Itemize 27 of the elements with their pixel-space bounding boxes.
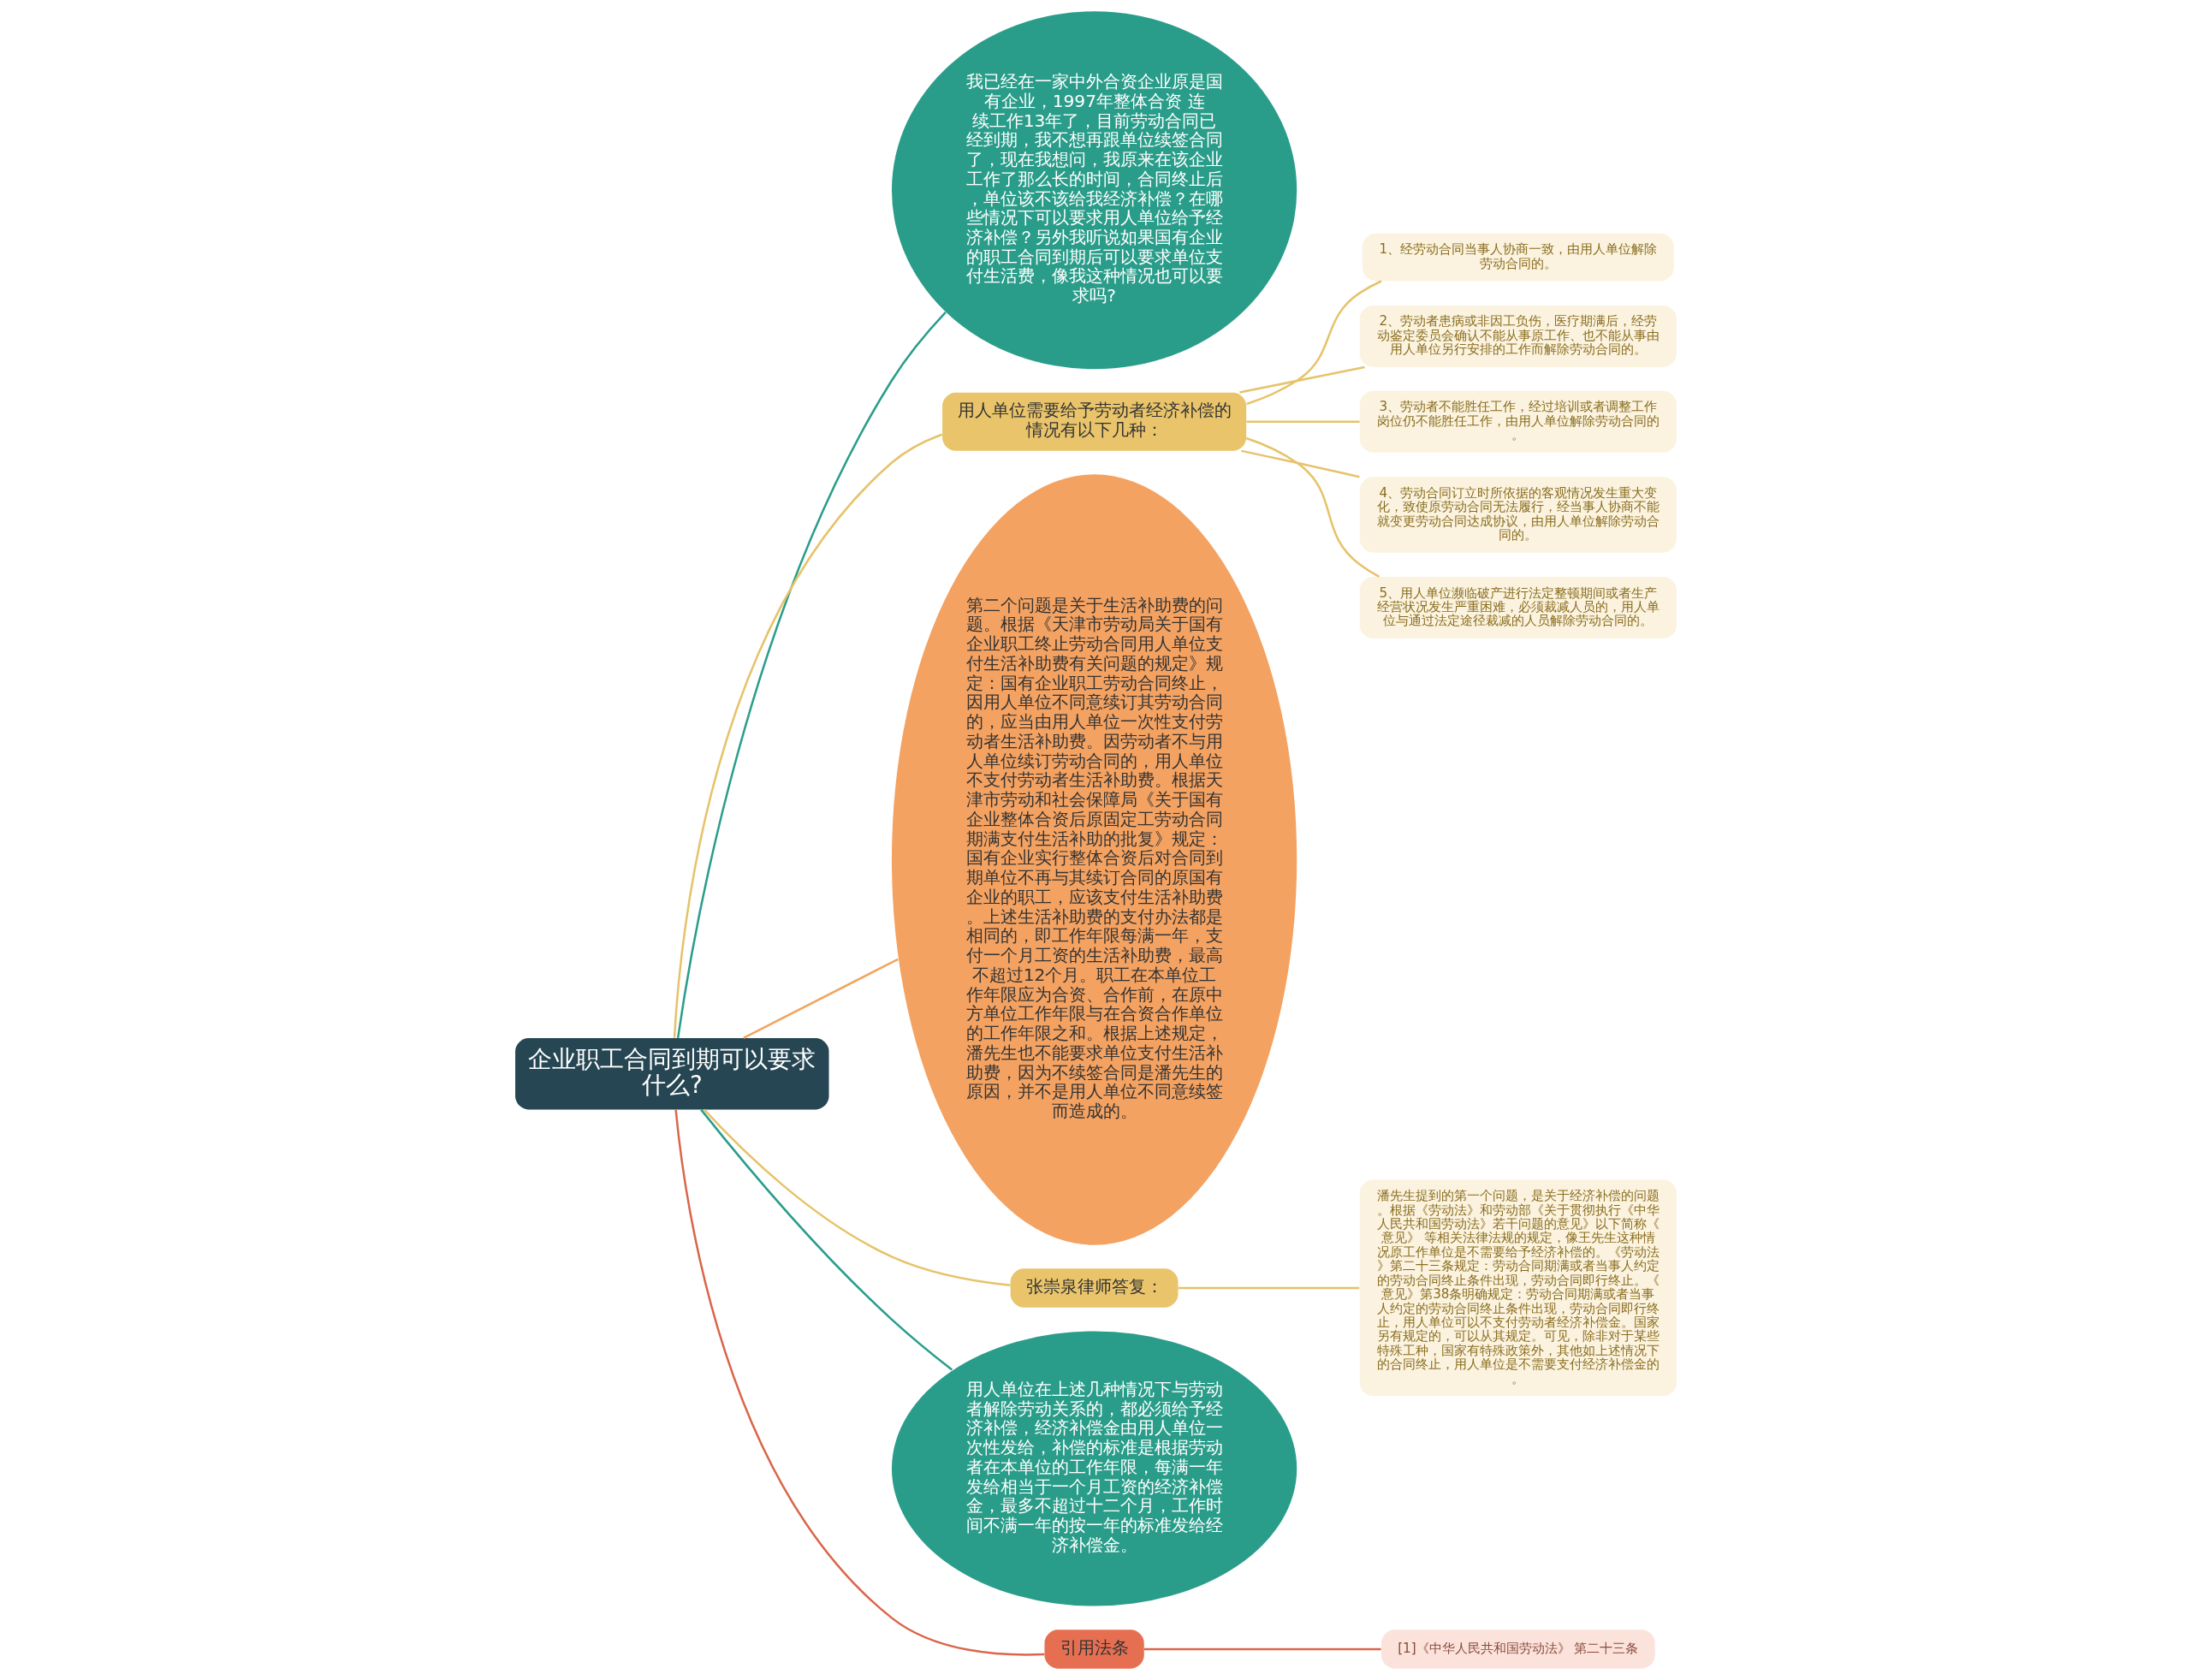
node-box: 张崇泉律师答复： [1010, 1268, 1179, 1308]
connector [1245, 436, 1380, 579]
node-box: 企业职工合同到期可以要求什么? [514, 1038, 828, 1110]
connector [674, 1109, 1044, 1656]
connector [1238, 365, 1365, 394]
node-box: 2、劳动者患病或非因工负伤，医疗期满后，经劳动鉴定委员会确认不能从事原工作、也不能从事由用人单位另行安排的工作而解除劳动合同的。 [1359, 305, 1677, 367]
connector [1240, 449, 1360, 478]
node-box: 3、劳动者不能胜任工作，经过培训或者调整工作岗位仍不能胜任工作，由用人单位解除劳动合同的。 [1359, 390, 1677, 453]
connector [1245, 420, 1360, 423]
connector [699, 1108, 953, 1371]
node-ellipse: 第二个问题是关于生活补助费的问题。根据《天津市劳动局关于国有企业职工终止劳动合同用人单位支付生活补助费有关问题的规定》规定：国有企业职工劳动合同终止，因用人单位不同意续订其劳动合同的，应当由用人单位一次性支付劳动者生活补助费。因劳动者不与用人单位续订劳动合同的，用人单位不支付劳动者生活补助费。根据天津市劳动和社会保障局《关于国有企业整体合资后原固定工劳动合同期满支付生活补助的批复》规定：国有企业实行整体合资后对合同到期单位不再与其续订合同的原国有企业的职工，应该支付生活补助费。上述生活补助费的支付办法都是相同的，即工作年限每满一年，支付一个月工资的生活补助费，最高不超过12个月。职工在本单位工作年限应为合资、合作前，在原中方单位工作年限与在合资合作单位的工作年限之和。根据上述规定，潘先生也不能要求单位支付生活补助费，因为不续签合同是潘先生的原因，并不是用人单位不同意续签而造成的。 [891, 474, 1297, 1245]
connector [1143, 1647, 1381, 1651]
connector [1245, 280, 1381, 406]
connector [1178, 1286, 1359, 1290]
connector [703, 1108, 1011, 1286]
node-box: 1、经劳动合同当事人协商一致，由用人单位解除劳动合同的。 [1362, 233, 1674, 282]
connector [673, 433, 942, 1038]
node-box: 5、用人单位濒临破产进行法定整顿期间或者生产经营状况发生严重困难，必须裁减人员的，用人单位与通过法定途径裁减的人员解除劳动合同的。 [1359, 577, 1677, 639]
node-ellipse: 我已经在一家中外合资企业原是国有企业，1997年整体合资 连续工作13年了，目前劳动合同已经到期，我不想再跟单位续签合同了，现在我想问，我原来在该企业工作了那么长的时间，合同终止后，单位该不该给我经济补偿？在哪些情况下可以要求用人单位给予经济补偿？另外我听说如果国有企业的职工合同到期后可以要求单位支付生活费，像我这种情况也可以要求吗? [891, 11, 1297, 370]
connector [676, 311, 947, 1039]
node-box: 引用法条 [1043, 1630, 1144, 1669]
connector [742, 958, 899, 1039]
node-box: [1]《中华人民共和国劳动法》 第二十三条 [1381, 1630, 1655, 1669]
node-box: 用人单位需要给予劳动者经济补偿的情况有以下几种： [941, 392, 1246, 451]
node-box: 潘先生提到的第一个问题，是关于经济补偿的问题。根据《劳动法》和劳动部《关于贯彻执行《中华人民共和国劳动法》若干问题的意见》以下简称《意见》 等相关法律法规的规定，像王先生这种情况原工作单位是不需要给予经济补偿的。《劳动法》第二十三条规定：劳动合同期满或者当事人约定的劳动合同终止条件出现，劳动合同即行终止。《意见》第38条明确规定：劳动合同期满或者当事人约定的劳动合同终止条件出现，劳动合同即行终止，用人单位可以不支付劳动者经济补偿金。国家另有规定的，可以从其规定。可见，除非对于某些特殊工种，国家有特殊政策外，其他如上述情况下的合同终止，用人单位是不需要支付经济补偿金的。 [1359, 1179, 1677, 1397]
node-box: 4、劳动合同订立时所依据的客观情况发生重大变化，致使原劳动合同无法履行，经当事人协商不能就变更劳动合同达成协议，由用人单位解除劳动合同的。 [1359, 477, 1677, 553]
node-ellipse: 用人单位在上述几种情况下与劳动者解除劳动关系的，都必须给予经济补偿，经济补偿金由用人单位一次性发给，补偿的标准是根据劳动者在本单位的工作年限，每满一年发给相当于一个月工资的经济补偿金，最多不超过十二个月，工作时间不满一年的按一年的标准发给经济补偿金。 [891, 1331, 1297, 1606]
